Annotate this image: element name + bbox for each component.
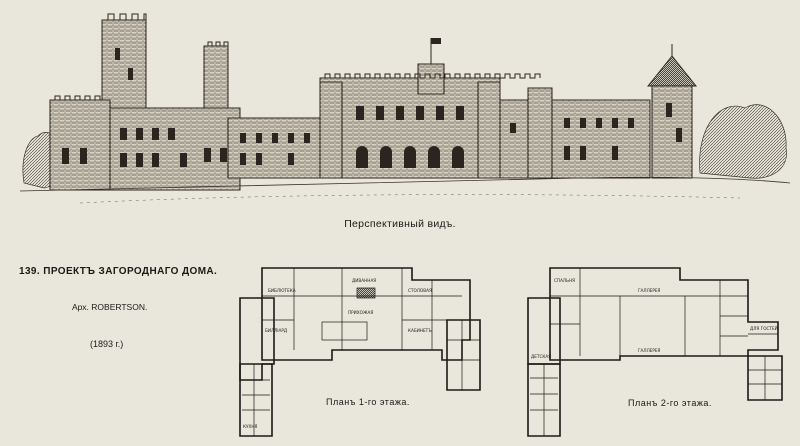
wing-middle-left — [227, 117, 324, 179]
project-title: 139. ПРОЕКТЪ ЗАГОРОДНАГО ДОМА. — [19, 266, 218, 277]
wing-left — [49, 95, 241, 191]
room-study: КАБИНЕТЪ — [408, 328, 432, 333]
architect-name: Арх. ROBERTSON. — [72, 302, 148, 312]
project-year: (1893 г.) — [90, 339, 124, 349]
room-gallery-bottom: ГАЛЛЕРЕЯ — [638, 348, 661, 353]
room-billiard: БИЛЛІАРД — [265, 328, 288, 333]
trees-right — [699, 104, 787, 179]
plan-1-caption: Планъ 1-го этажа. — [326, 397, 410, 407]
perspective-caption: Перспективный видъ. — [344, 218, 456, 230]
room-guests: ДЛЯ ГОСТЕЙ — [750, 326, 778, 331]
room-gallery-top: ГАЛЛЕРЕЯ — [638, 288, 661, 293]
room-nursery: ДЕТСКАЯ — [531, 354, 551, 359]
room-drawing: ДИВАННАЯ — [352, 278, 376, 283]
perspective-drawing — [20, 13, 790, 204]
wing-right — [499, 87, 651, 179]
floor-plan-2: ГАЛЛЕРЕЯ ГАЛЛЕРЕЯ СПАЛЬНЯ ДЕТСКАЯ ДЛЯ ГО… — [527, 267, 783, 437]
room-dining: СТОЛОВАЯ — [408, 288, 432, 293]
room-hall: ПРИХОЖАЯ — [348, 310, 373, 315]
room-bedroom: СПАЛЬНЯ — [554, 278, 575, 283]
floor-plan-1: БИБЛІОТЕКА ДИВАННАЯ СТОЛОВАЯ ПРИХОЖАЯ КА… — [239, 267, 481, 437]
room-kitchen: КУХНЯ — [243, 424, 258, 429]
tower-right — [646, 44, 698, 179]
room-library: БИБЛІОТЕКА — [268, 288, 296, 293]
plan-2-caption: Планъ 2-го этажа. — [628, 398, 712, 408]
central-block — [319, 38, 541, 179]
